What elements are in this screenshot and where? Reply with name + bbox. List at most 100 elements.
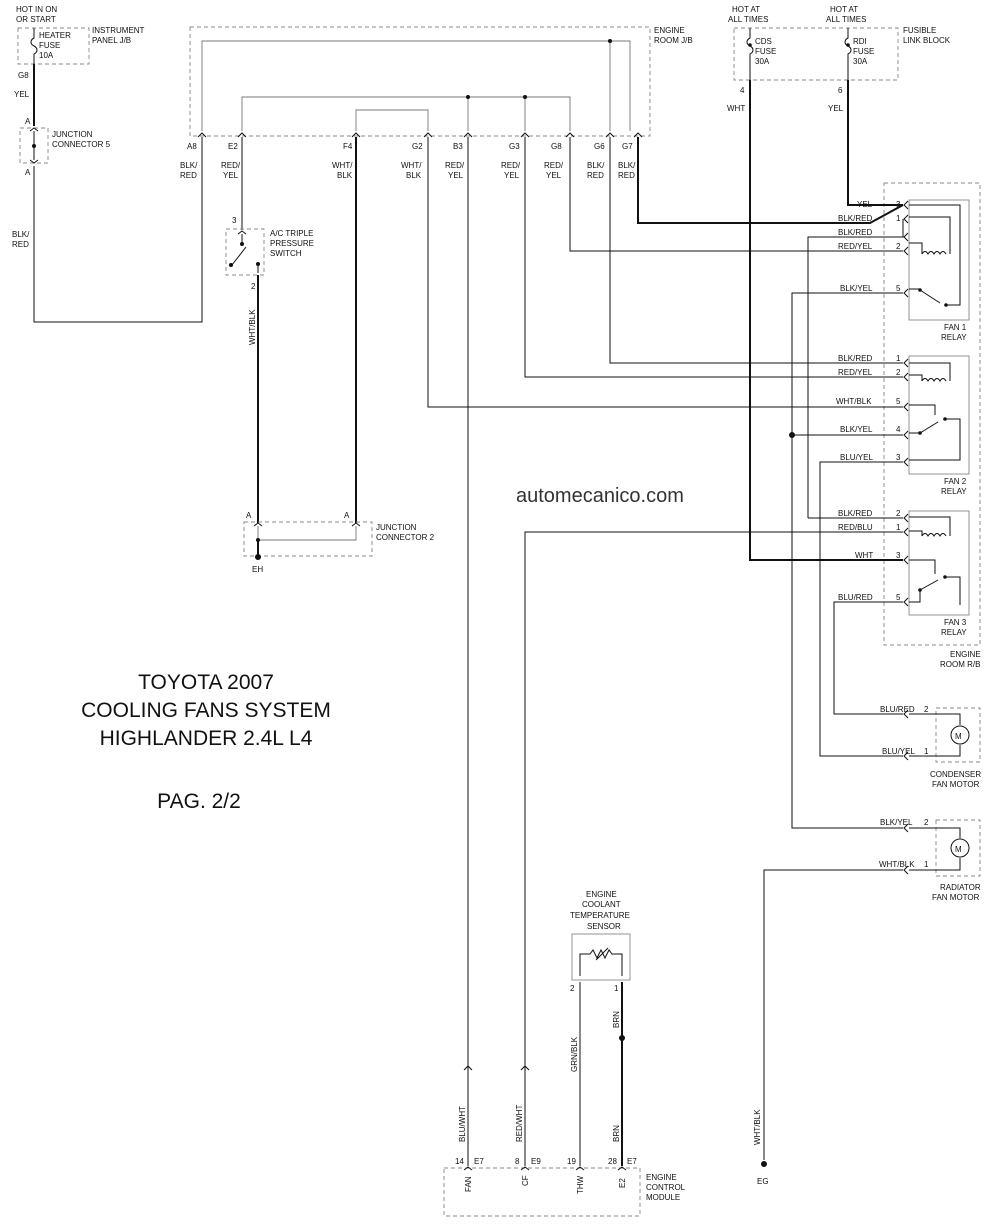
fan2-switch-wiring [909, 404, 961, 461]
svg-text:CONDENSER: CONDENSER [930, 770, 981, 779]
ecm-box [443, 1167, 641, 1217]
heater-fuse: HEATER FUSE 10A [30, 28, 71, 64]
fan1-pin-5: 5 [896, 284, 901, 293]
svg-text:CONTROL: CONTROL [646, 1183, 686, 1192]
jb-wire-labels: BLK/RED RED/YEL WHT/BLK WHT/BLK RED/YEL … [180, 161, 636, 180]
cds-pin-4: 4 [740, 86, 745, 95]
rdi-node [846, 43, 850, 47]
jb-connectors [197, 132, 643, 138]
wire-yel-rdi: YEL [828, 104, 844, 113]
svg-text:JUNCTION: JUNCTION [52, 130, 93, 139]
connector-chevron [903, 751, 909, 761]
jb-internal-bus-b [241, 96, 571, 131]
svg-text:PRESSURE: PRESSURE [270, 239, 314, 248]
svg-text:FUSE: FUSE [755, 47, 776, 56]
rdi-fuse-label: RDI FUSE 30A [853, 37, 874, 66]
svg-text:BLK/RED: BLK/RED [838, 354, 872, 363]
svg-text:BLK/YEL: BLK/YEL [840, 284, 873, 293]
connector-chevron [903, 865, 909, 875]
svg-text:ROOM R/B: ROOM R/B [940, 660, 980, 669]
rad-pin-2: 2 [924, 818, 929, 827]
wire-wht-cds: WHT [727, 104, 745, 113]
connector-chevron [903, 430, 909, 440]
svg-text:FAN 1: FAN 1 [944, 323, 967, 332]
cds-fuse [746, 28, 754, 80]
condenser-fan-motor-label: CONDENSER FAN MOTOR [930, 770, 981, 789]
ecm-conn-e7b: E7 [627, 1157, 637, 1166]
svg-text:ENGINE: ENGINE [586, 890, 617, 899]
svg-text:ALL TIMES: ALL TIMES [826, 15, 866, 24]
engine-room-jb-label: ENGINE ROOM J/B [654, 26, 693, 45]
svg-text:E2: E2 [618, 1178, 627, 1188]
svg-text:FAN 2: FAN 2 [944, 477, 967, 486]
hot-rdi-label: HOT AT ALL TIMES [826, 5, 866, 24]
svg-text:RED/: RED/ [445, 161, 465, 170]
svg-text:RADIATOR: RADIATOR [940, 883, 981, 892]
jb-internal-bus-c [355, 109, 429, 131]
title-line-1: TOYOTA 2007 [138, 671, 274, 694]
junction-connector-5-label: JUNCTION CONNECTOR 5 [52, 130, 111, 149]
radiator-motor-wiring [909, 827, 961, 871]
ac-pin-2: 2 [251, 282, 256, 291]
svg-text:RED: RED [12, 240, 29, 249]
svg-text:10A: 10A [39, 51, 54, 60]
svg-text:A/C TRIPLE: A/C TRIPLE [270, 229, 313, 238]
ecm-pin-8: 8 [515, 1157, 520, 1166]
ecm-terminals: FAN CF THW E2 [464, 1175, 627, 1194]
ecm-wire-labels: BLU/WHT RED/WHT GRN/BLK BRN [458, 1036, 621, 1142]
connector-chevron [903, 214, 909, 224]
ground-eh-label: EH [252, 565, 263, 574]
svg-text:FAN: FAN [464, 1176, 473, 1192]
svg-text:BLK/RED: BLK/RED [838, 228, 872, 237]
fan1-wire-labels: YEL BLK/RED BLK/RED RED/YEL BLK/YEL [838, 200, 873, 293]
cond-pin-2: 2 [924, 705, 929, 714]
fan2-relay-coil [921, 378, 947, 382]
svg-text:GRN/BLK: GRN/BLK [570, 1036, 579, 1072]
relay-connectors [903, 200, 909, 875]
wire-wht-blk-rad: WHT/BLK [879, 860, 915, 869]
connector-chevron [903, 597, 909, 607]
svg-text:SWITCH: SWITCH [270, 249, 302, 258]
svg-text:BLK/: BLK/ [180, 161, 198, 170]
jc2-splice [256, 538, 260, 542]
svg-text:INSTRUMENT: INSTRUMENT [92, 26, 145, 35]
svg-text:CONNECTOR 2: CONNECTOR 2 [376, 533, 435, 542]
fusible-link-block-box [733, 27, 899, 81]
connector-chevron [903, 823, 909, 833]
svg-text:RDI: RDI [853, 37, 867, 46]
condenser-motor-box [935, 707, 981, 763]
fan3-pin-2: 2 [896, 509, 901, 518]
jc2-pin-a-right: A [344, 511, 350, 520]
wire-blu-yel-cond: BLU/YEL [882, 747, 915, 756]
fan3-node [918, 588, 922, 592]
jc2-internal [257, 526, 357, 541]
svg-text:BLK/RED: BLK/RED [838, 214, 872, 223]
fan3-pin-3: 3 [896, 551, 901, 560]
connector-chevron [197, 132, 207, 138]
wire-wht-blk-eg [763, 869, 903, 1160]
svg-text:RED/: RED/ [221, 161, 241, 170]
jb-splice-3 [523, 95, 527, 99]
fan2-pin-2: 2 [896, 368, 901, 377]
ecm-label: ENGINE CONTROL MODULE [646, 1173, 686, 1202]
svg-text:RED/: RED/ [501, 161, 521, 170]
ecm-inline-connectors [463, 1065, 530, 1071]
svg-text:CF: CF [521, 1175, 530, 1186]
wire-yel-g8: YEL [14, 90, 30, 99]
jc5-splice [32, 144, 36, 148]
condenser-motor-icon [950, 725, 970, 745]
wire-red-blu-cf [524, 531, 903, 1066]
svg-text:FUSIBLE: FUSIBLE [903, 26, 936, 35]
connector-chevron [903, 288, 909, 298]
fan1-pin-1: 1 [896, 214, 901, 223]
instrument-panel-jb-box [17, 27, 90, 65]
connector-chevron [423, 132, 433, 138]
ecm-conn-e9: E9 [531, 1157, 541, 1166]
radiator-fan-motor-label: RADIATOR FAN MOTOR [932, 883, 981, 902]
wire-blk-red-g6 [609, 137, 903, 364]
svg-text:30A: 30A [853, 57, 868, 66]
ecm-pin-28: 28 [608, 1157, 617, 1166]
svg-text:SENSOR: SENSOR [587, 922, 621, 931]
svg-text:HEATER: HEATER [39, 31, 71, 40]
radiator-motor-box [935, 819, 981, 877]
